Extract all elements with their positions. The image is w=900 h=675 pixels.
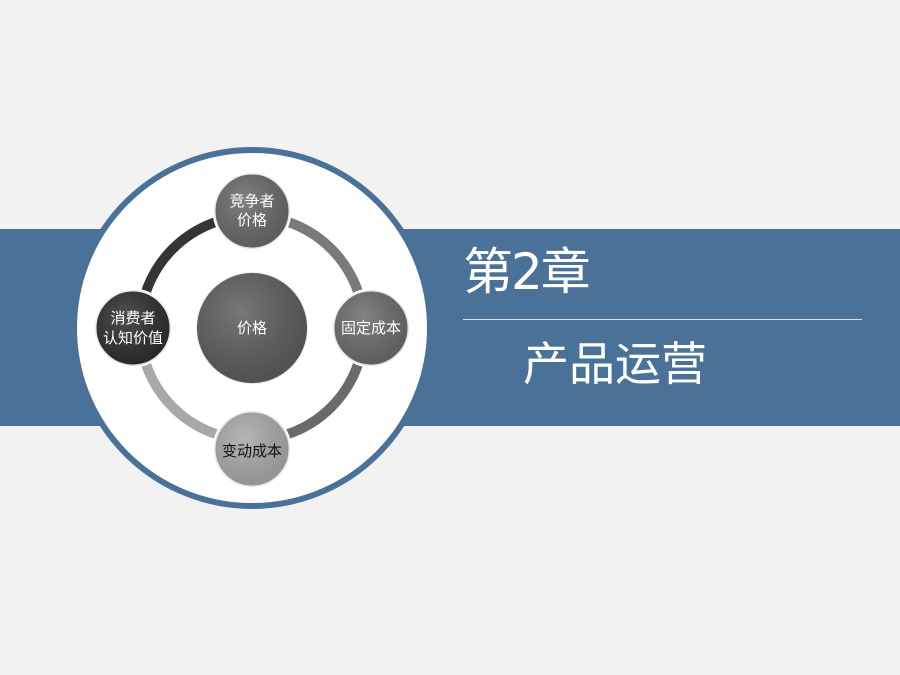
node-competitor-price-line-1: 竞争者 [229,192,274,210]
node-consumer-perceived-value-line-1: 消费者 [110,309,155,327]
title-divider [463,319,862,320]
node-variable-cost: 变动成本 [212,409,292,489]
node-competitor-price-line-2: 价格 [237,211,267,229]
node-fixed-cost: 固定成本 [331,288,411,368]
node-consumer-perceived-value-line-2: 认知价值 [103,329,163,347]
chapter-title: 第2章 [463,243,591,301]
node-consumer-perceived-value: 消费者 认知价值 [93,288,173,368]
center-node: 价格 [195,271,309,385]
center-node-label: 价格 [237,319,267,337]
node-variable-cost-label: 变动成本 [222,442,282,460]
node-fixed-cost-label: 固定成本 [341,319,401,337]
section-subtitle: 产品运营 [523,337,707,391]
node-competitor-price: 竞争者 价格 [212,171,292,251]
